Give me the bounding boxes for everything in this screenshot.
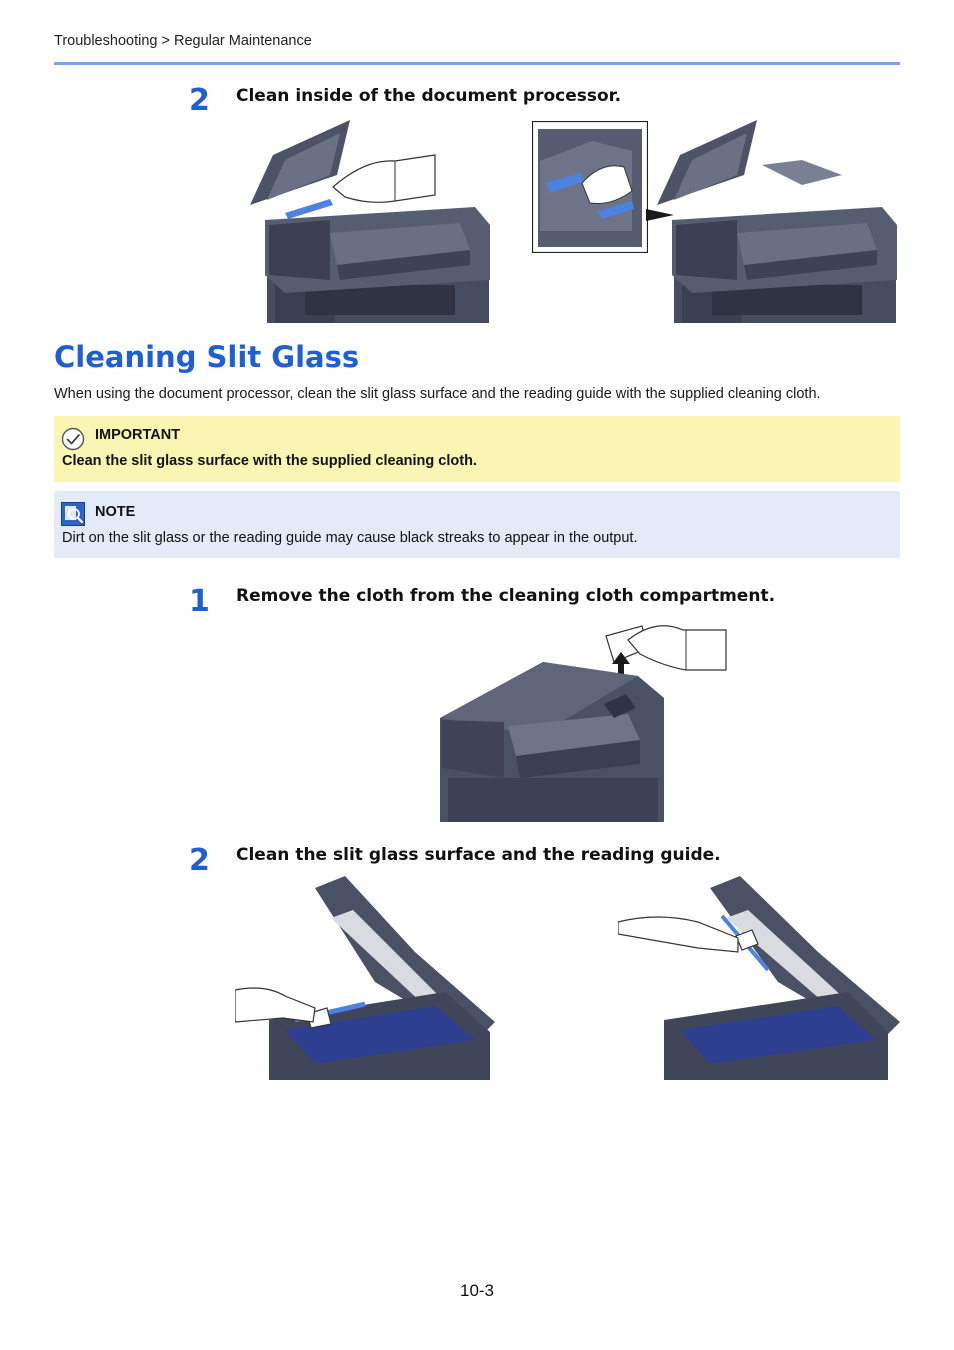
step-text-top: Clean inside of the document processor. xyxy=(236,86,622,106)
note-heading: NOTE xyxy=(95,504,136,520)
note-text: Dirt on the slit glass or the reading gu… xyxy=(62,530,638,546)
illustration-adp-open-right xyxy=(657,120,897,323)
page-number: 10-3 xyxy=(459,1281,495,1300)
check-circle-icon xyxy=(61,427,85,451)
step-number-1: 1 xyxy=(189,584,210,619)
important-text: Clean the slit glass surface with the su… xyxy=(62,453,477,469)
note-box: NOTE Dirt on the slit glass or the readi… xyxy=(54,491,900,558)
illustration-adp-open-left xyxy=(250,120,490,323)
section-intro: When using the document processor, clean… xyxy=(54,386,821,402)
step-text-1: Remove the cloth from the cleaning cloth… xyxy=(236,586,776,606)
step-text-2: Clean the slit glass surface and the rea… xyxy=(236,845,721,865)
illustration-remove-cloth xyxy=(440,625,727,822)
important-heading: IMPORTANT xyxy=(95,427,181,443)
section-title: Cleaning Slit Glass xyxy=(54,340,360,374)
illustration-clean-slit-glass xyxy=(235,876,495,1080)
illustration-roller-detail-inset xyxy=(532,121,648,253)
header-rule xyxy=(54,62,900,65)
important-box: IMPORTANT Clean the slit glass surface w… xyxy=(54,416,900,482)
illustration-clean-reading-guide xyxy=(618,876,900,1080)
breadcrumb: Troubleshooting > Regular Maintenance xyxy=(54,33,312,49)
step-number-2: 2 xyxy=(189,843,210,878)
step-number-top: 2 xyxy=(189,83,210,118)
magnifier-note-icon xyxy=(61,502,85,526)
inset-pointer xyxy=(646,209,674,221)
